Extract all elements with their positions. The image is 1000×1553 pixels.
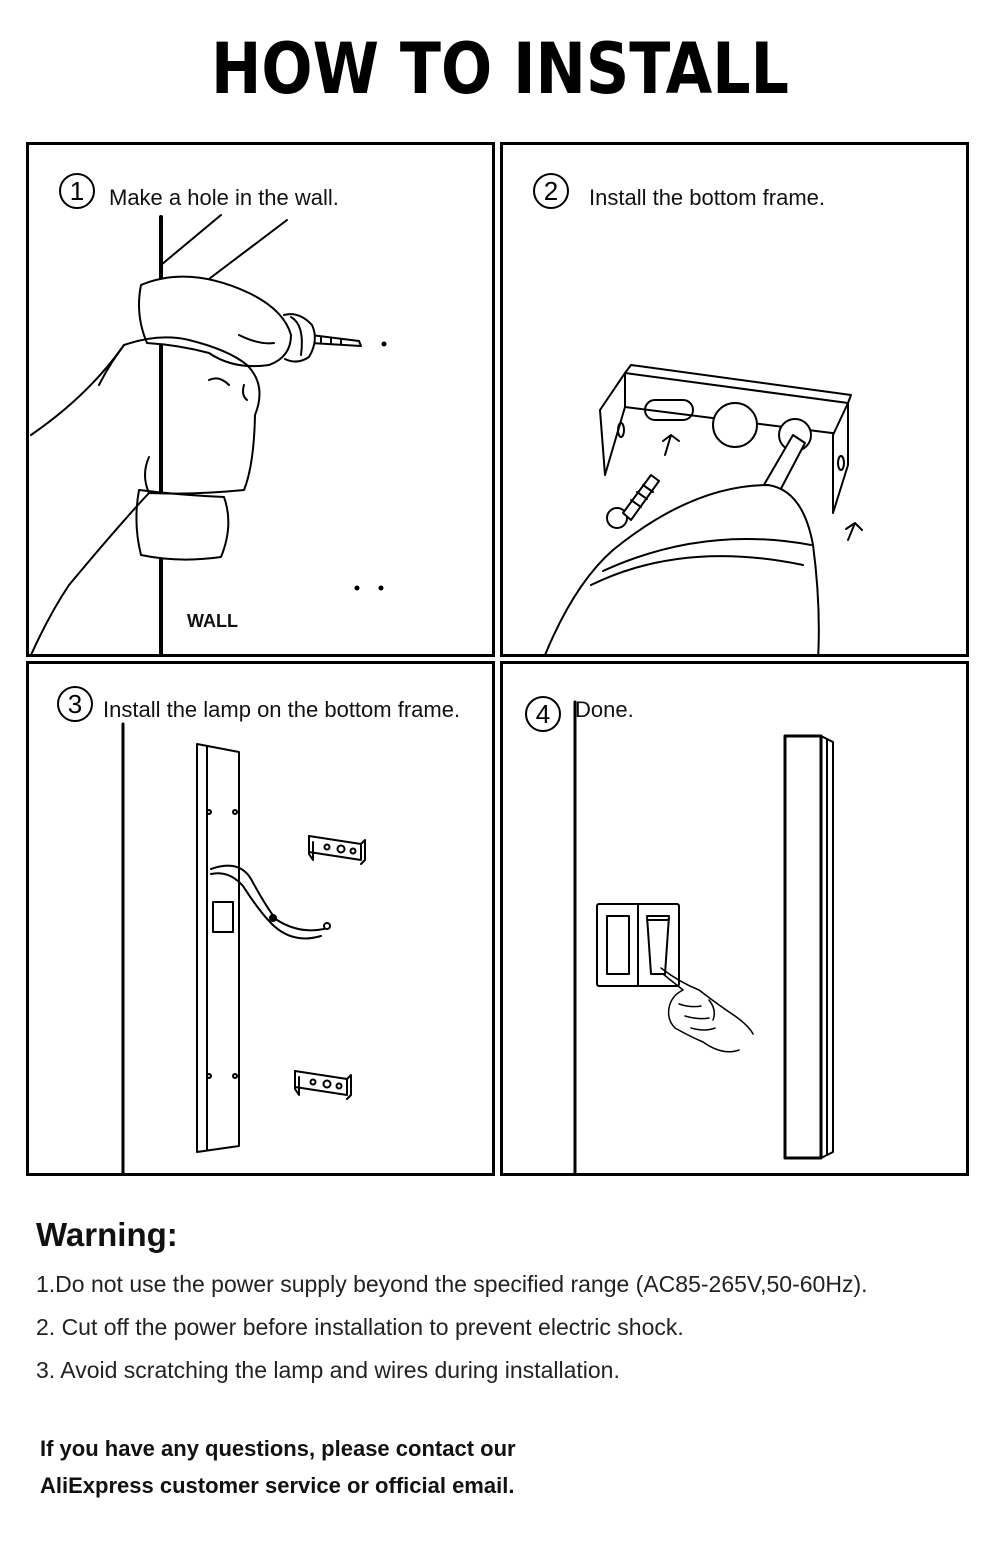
step-2-number: 2	[533, 173, 569, 209]
step-1-panel: 1 Make a hole in the wall. WALL	[26, 142, 495, 657]
step-2-text: Install the bottom frame.	[589, 185, 825, 210]
page-title: HOW TO INSTALL	[211, 28, 789, 110]
light-switch-illustration	[573, 700, 834, 1173]
step-4-number: 4	[525, 696, 561, 732]
contact-note: If you have any questions, please contac…	[40, 1436, 516, 1498]
step-3-text: Install the lamp on the bottom frame.	[103, 697, 461, 722]
step-3-number: 3	[57, 686, 93, 722]
step-2-panel: 2 Install the bottom frame.	[500, 142, 969, 657]
lamp-illustration	[121, 722, 366, 1173]
step-3-panel: 3 Install the lamp on the bottom frame.	[26, 661, 495, 1176]
wall-label: WALL	[187, 611, 238, 631]
step-4-text: Done.	[575, 697, 634, 722]
hand-illustration	[660, 967, 754, 1053]
warning-item-2: 2. Cut off the power before installation…	[36, 1314, 684, 1340]
step-1-text: Make a hole in the wall.	[109, 185, 339, 210]
drill-illustration	[30, 214, 387, 654]
step-4-panel: 4 Done.	[500, 661, 969, 1176]
warning-item-1: 1.Do not use the power supply beyond the…	[36, 1271, 868, 1297]
warning-item-3: 3. Avoid scratching the lamp and wires d…	[36, 1357, 620, 1383]
warning-title: Warning:	[36, 1216, 178, 1253]
bracket-illustration	[544, 364, 863, 654]
step-1-number: 1	[59, 173, 95, 209]
